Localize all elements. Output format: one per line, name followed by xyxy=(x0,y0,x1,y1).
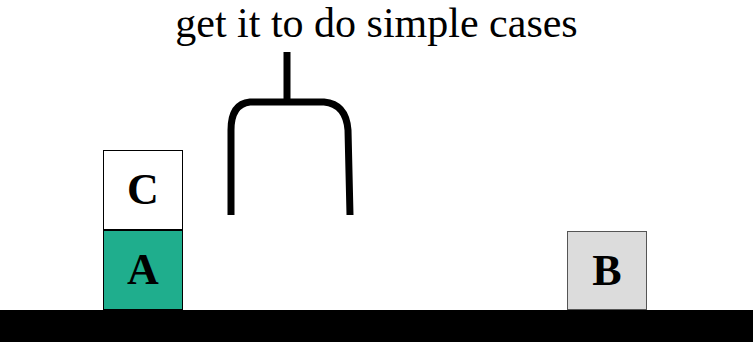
title-text: get it to do simple cases xyxy=(171,0,581,46)
block-label: A xyxy=(127,248,159,292)
table-surface xyxy=(0,310,753,342)
block-box: B xyxy=(567,231,647,310)
slide-title: get it to do simple cases xyxy=(0,0,753,46)
gripper-claw xyxy=(231,102,350,215)
block-label: B xyxy=(592,249,621,293)
block-label: C xyxy=(127,168,159,212)
block-box: C xyxy=(103,150,183,230)
block-box: A xyxy=(103,230,183,310)
gripper-arm xyxy=(284,52,291,102)
